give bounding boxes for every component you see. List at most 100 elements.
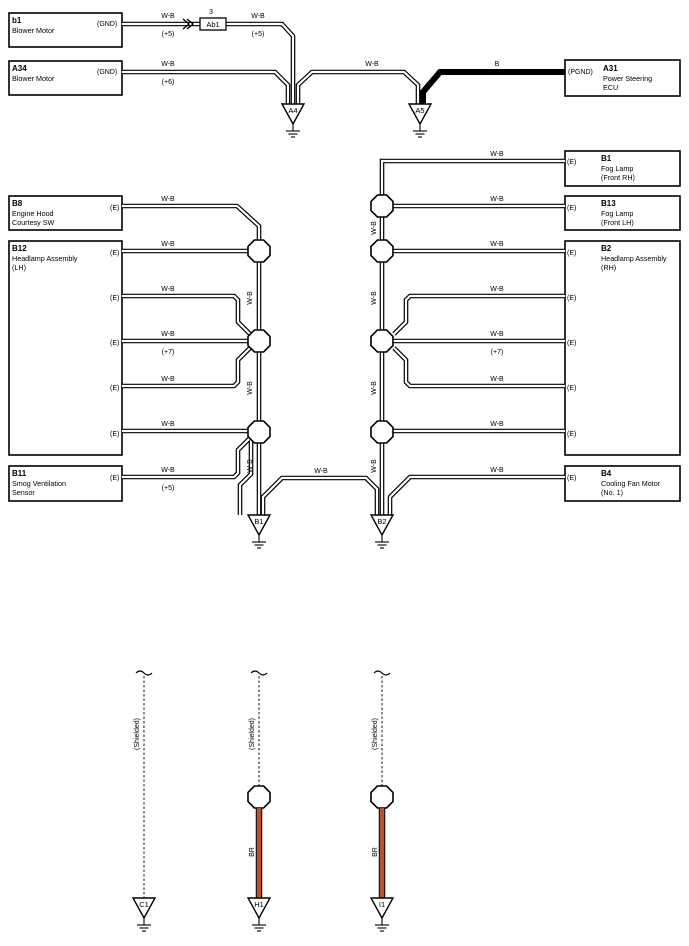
svg-text:W-B: W-B [161, 61, 175, 68]
svg-text:B2: B2 [601, 244, 612, 253]
svg-text:(+5): (+5) [162, 485, 175, 492]
svg-text:ECU: ECU [603, 83, 618, 92]
svg-text:(E): (E) [567, 385, 576, 392]
svg-text:(E): (E) [110, 205, 119, 212]
svg-text:(E): (E) [110, 475, 119, 482]
svg-text:(E): (E) [567, 295, 576, 302]
svg-text:B11: B11 [12, 469, 27, 478]
svg-text:(E): (E) [110, 340, 119, 347]
svg-text:W-B: W-B [490, 286, 504, 293]
svg-text:(Shielded): (Shielded) [249, 718, 256, 750]
svg-text:W-B: W-B [490, 467, 504, 474]
svg-text:(Shielded): (Shielded) [134, 718, 141, 750]
svg-text:W-B: W-B [371, 291, 378, 305]
svg-text:B12: B12 [12, 244, 27, 253]
svg-text:W-B: W-B [490, 421, 504, 428]
bottom-section: (Shielded) C1 (Shielded) BR H1 [131, 670, 395, 932]
svg-text:(GND): (GND) [97, 69, 117, 76]
svg-text:(E): (E) [567, 475, 576, 482]
svg-text:(E): (E) [110, 385, 119, 392]
svg-text:(E): (E) [110, 250, 119, 257]
svg-text:A5: A5 [415, 106, 424, 115]
component-b1-fog-lamp-front-rh[interactable]: B1 Fog Lamp (Front RH) (E) [564, 150, 681, 187]
svg-text:A31: A31 [603, 64, 618, 73]
svg-text:3: 3 [209, 9, 213, 16]
svg-text:(+7): (+7) [162, 349, 175, 356]
svg-text:B13: B13 [601, 199, 616, 208]
svg-text:B8: B8 [12, 199, 23, 208]
component-a34-blower-motor[interactable]: A34 Blower Motor (GND) [8, 60, 123, 96]
ground-b2[interactable]: B2 [369, 514, 395, 549]
splice-right-2[interactable] [370, 239, 394, 263]
component-a31-power-steering-ecu[interactable]: A31 Power Steering ECU (PGND) [564, 59, 681, 97]
top-wire-labels: W-B (+5) W-B (+5) W-B (+6) W-B B [161, 13, 499, 86]
svg-text:W-B: W-B [161, 196, 175, 203]
splice-left-2[interactable] [247, 329, 271, 353]
svg-text:(LH): (LH) [12, 263, 26, 272]
component-b1-blower-motor[interactable]: b1 Blower Motor (GND) [8, 12, 123, 48]
component-b2-headlamp-assembly-rh[interactable]: B2 Headlamp Assembly (RH) (E) (E) (E) (E… [564, 240, 681, 456]
component-b4-cooling-fan-motor[interactable]: B4 Cooling Fan Motor (No. 1) (E) [564, 465, 681, 502]
svg-text:W-B: W-B [251, 13, 265, 20]
svg-text:B4: B4 [601, 469, 612, 478]
splice-left-1[interactable] [247, 239, 271, 263]
svg-text:Cooling Fan Motor: Cooling Fan Motor [601, 479, 661, 488]
svg-text:(+5): (+5) [252, 31, 265, 38]
svg-text:Blower Motor: Blower Motor [12, 74, 55, 83]
splice-right-1[interactable] [370, 194, 394, 218]
ground-i1[interactable]: I1 [369, 897, 395, 932]
svg-text:W-B: W-B [314, 468, 328, 475]
svg-text:W-B: W-B [247, 459, 254, 473]
splice-right-4[interactable] [370, 420, 394, 444]
component-b8-engine-hood-courtesy-sw[interactable]: B8 Engine Hood Courtesy SW (E) [8, 195, 123, 231]
ground-h1[interactable]: H1 [246, 897, 272, 932]
top-wires [122, 21, 565, 104]
ground-a5[interactable]: A5 [407, 103, 433, 138]
svg-text:(E): (E) [567, 205, 576, 212]
svg-text:H1: H1 [254, 900, 264, 909]
left-splices [247, 239, 271, 444]
svg-text:(Front LH): (Front LH) [601, 218, 634, 227]
middle-wire-labels: W-B W-B W-B W-B (+7) W-B W-B W-B (+5) W-… [161, 151, 504, 492]
splice-h1[interactable] [247, 785, 271, 809]
splice-left-3[interactable] [247, 420, 271, 444]
svg-text:W-B: W-B [371, 459, 378, 473]
svg-text:(RH): (RH) [601, 263, 616, 272]
svg-text:W-B: W-B [247, 291, 254, 305]
svg-text:W-B: W-B [247, 381, 254, 395]
component-b12-headlamp-assembly-lh[interactable]: B12 Headlamp Assembly (LH) (E) (E) (E) (… [8, 240, 123, 456]
svg-text:Blower Motor: Blower Motor [12, 26, 55, 35]
svg-text:A4: A4 [288, 106, 297, 115]
connector-ab1[interactable]: Ab1 3 [182, 9, 227, 31]
svg-text:W-B: W-B [161, 286, 175, 293]
svg-text:Courtesy SW: Courtesy SW [12, 218, 55, 227]
svg-text:Engine Hood: Engine Hood [12, 209, 54, 218]
svg-text:Smog Ventilation: Smog Ventilation [12, 479, 66, 488]
svg-text:W-B: W-B [490, 376, 504, 383]
ground-a4[interactable]: A4 [280, 103, 306, 138]
svg-text:W-B: W-B [371, 381, 378, 395]
svg-text:B2: B2 [377, 517, 386, 526]
svg-text:W-B: W-B [490, 151, 504, 158]
svg-text:(Shielded): (Shielded) [372, 718, 379, 750]
svg-text:(E): (E) [567, 159, 576, 166]
svg-text:W-B: W-B [490, 241, 504, 248]
splice-right-3[interactable] [370, 329, 394, 353]
svg-text:C1: C1 [139, 900, 149, 909]
shielded-line-c1: (Shielded) [134, 670, 153, 898]
ground-b1[interactable]: B1 [246, 514, 272, 549]
svg-text:(No. 1): (No. 1) [601, 488, 623, 497]
svg-text:W-B: W-B [371, 221, 378, 235]
component-b11-smog-ventilation-sensor[interactable]: B11 Smog Ventilation Sensor (E) [8, 465, 123, 502]
svg-text:(E): (E) [567, 431, 576, 438]
svg-text:(Front RH): (Front RH) [601, 173, 635, 182]
svg-text:Headlamp Assembly: Headlamp Assembly [12, 254, 78, 263]
svg-text:(E): (E) [110, 295, 119, 302]
svg-text:(+6): (+6) [162, 79, 175, 86]
ground-c1[interactable]: C1 [131, 897, 157, 932]
component-b13-fog-lamp-front-lh[interactable]: B13 Fog Lamp (Front LH) (E) [564, 195, 681, 231]
svg-text:(E): (E) [567, 340, 576, 347]
svg-text:W-B: W-B [161, 13, 175, 20]
svg-text:BR: BR [249, 847, 256, 857]
splice-i1[interactable] [370, 785, 394, 809]
